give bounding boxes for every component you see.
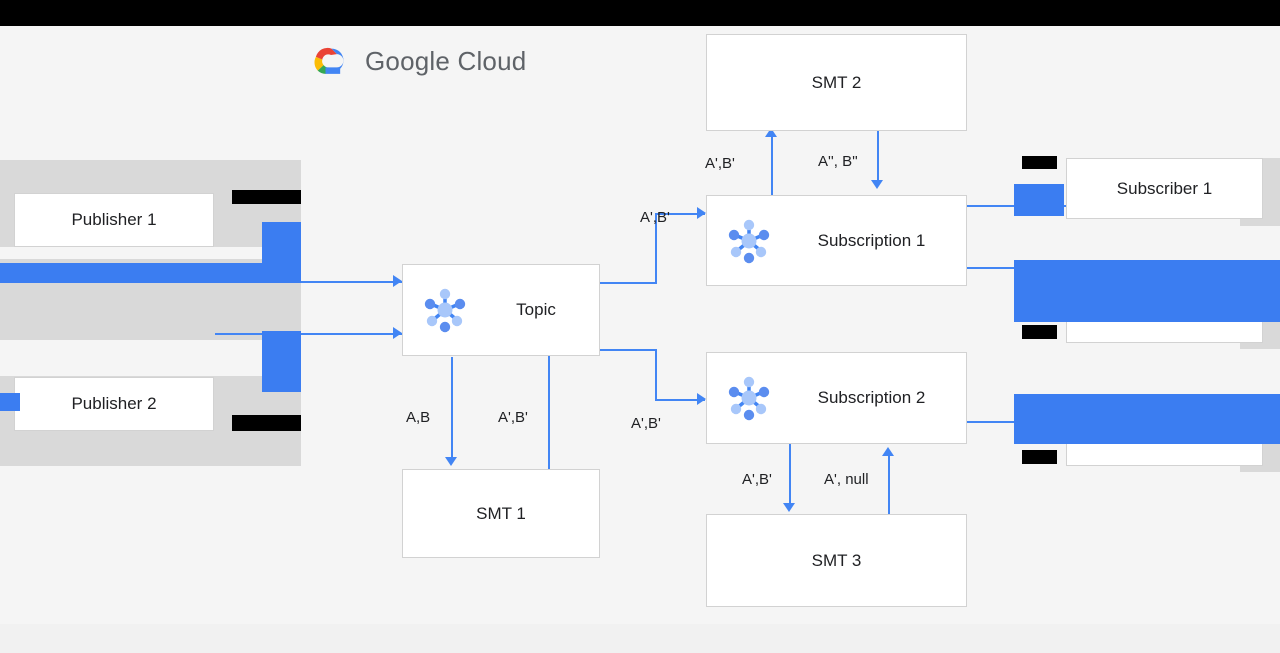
node-label: Subscription 2 (817, 388, 926, 407)
node-label: Subscription 1 (817, 230, 926, 250)
edge-label-topic-smt1: A,B (406, 409, 431, 426)
overlay-block-sub3 (1014, 394, 1280, 444)
edge-label-sub1-smt2: A',B' (705, 155, 735, 172)
node-publisher-2[interactable]: Publisher 2 (14, 377, 214, 431)
edge-topic-sub1-seg3 (655, 213, 705, 215)
edge-topic-sub2-seg1 (600, 349, 657, 351)
edge-label-topic-sub2: A',B' (631, 415, 661, 432)
node-smt-1[interactable]: SMT 1 (402, 469, 600, 558)
node-label: Publisher 1 (71, 210, 157, 229)
edge-label-smt2-sub1: A'', B'' (818, 153, 858, 170)
node-subscription-2[interactable]: Subscription 2 (706, 352, 967, 444)
pubsub-topic-icon (424, 288, 466, 333)
pubsub-subscription-icon (728, 219, 770, 263)
node-label: SMT 3 (811, 550, 862, 570)
brand-name: Google Cloud (365, 45, 527, 76)
node-smt-3[interactable]: SMT 3 (706, 514, 967, 607)
edge-pub2-topic (215, 333, 405, 335)
edge-smt1-topic (548, 310, 550, 469)
arrowhead-topic-smt1 (445, 457, 457, 466)
arrowhead-pub2-topic (393, 327, 402, 339)
overlay-block-sub2 (1014, 260, 1280, 322)
google-cloud-brand: Google Cloud (309, 41, 526, 81)
node-publisher-1[interactable]: Publisher 1 (14, 193, 214, 247)
node-smt-2[interactable]: SMT 2 (706, 34, 967, 131)
arrowhead-smt3-sub2 (882, 447, 894, 456)
redaction-bar-sub2 (1022, 325, 1057, 339)
arrowhead-sub2-smt3 (783, 503, 795, 512)
redaction-bar-pub2 (232, 415, 301, 431)
edge-smt2-sub1 (877, 130, 879, 183)
edge-topic-sub2-seg2 (655, 349, 657, 401)
redaction-bar-sub3 (1022, 450, 1057, 464)
edge-smt3-sub2 (888, 455, 890, 517)
edge-topic-sub2-seg3 (655, 399, 705, 401)
node-label: SMT 2 (811, 72, 862, 92)
edge-label-topic-sub1: A',B' (640, 209, 670, 226)
node-topic[interactable]: Topic (402, 264, 600, 356)
node-label: Topic (516, 300, 556, 319)
node-label: Publisher 2 (71, 394, 157, 413)
node-subscriber-1[interactable]: Subscriber 1 (1066, 158, 1263, 219)
edge-sub1-smt2 (771, 136, 773, 201)
arrowhead-topic-sub1 (697, 207, 706, 219)
arrowhead-sub1-smt2 (765, 128, 777, 137)
node-subscription-1[interactable]: Subscription 1 (706, 195, 967, 286)
edge-label-smt1-topic: A',B' (498, 409, 528, 426)
edge-sub2-smt3 (789, 444, 791, 506)
arrowhead-pub1-topic (393, 275, 402, 287)
edge-label-sub2-smt3: A',B' (742, 471, 772, 488)
overlay-block-sub1 (1014, 184, 1064, 216)
footer-strip (0, 624, 1280, 653)
edge-topic-smt1 (451, 357, 453, 460)
overlay-block-pub2 (262, 331, 301, 392)
left-gray-gap-b (0, 340, 301, 376)
arrowhead-topic-sub2 (697, 393, 706, 405)
google-cloud-logo-icon (314, 47, 344, 74)
edge-pub1-topic (215, 281, 405, 283)
pubsub-subscription-icon (728, 376, 770, 421)
edge-label-smt3-sub2: A', null (824, 471, 869, 488)
edge-topic-sub1-seg1 (600, 282, 657, 284)
arrowhead-smt2-sub1 (871, 180, 883, 189)
node-label: Subscriber 1 (1116, 178, 1213, 198)
node-label: SMT 1 (476, 503, 526, 523)
overlay-bar-pub2 (0, 393, 20, 411)
edge-topic-sub1-seg2 (655, 213, 657, 283)
redaction-bar-pub1 (232, 190, 301, 204)
left-gray-gap-a (0, 247, 301, 259)
overlay-bar-pub1 (0, 263, 301, 283)
redaction-bar-sub1 (1022, 156, 1057, 169)
top-black-bar (0, 0, 1280, 26)
